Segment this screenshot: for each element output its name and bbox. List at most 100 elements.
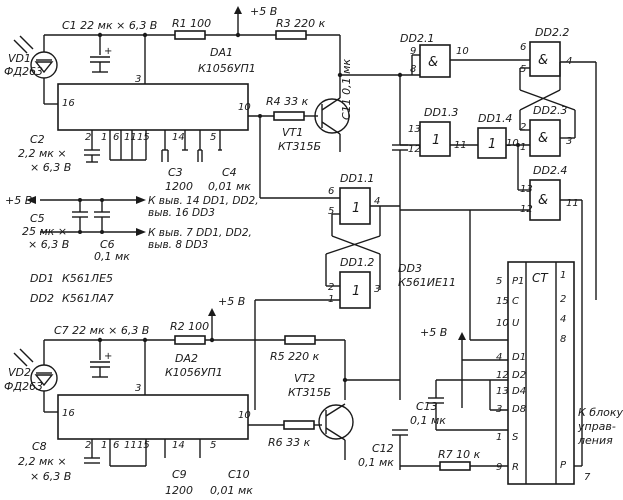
counter-title: CT bbox=[532, 271, 549, 285]
svg-text:К561ИЕ11: К561ИЕ11 bbox=[398, 276, 456, 289]
gate-dd22 bbox=[529, 41, 561, 77]
resistor-r3 bbox=[275, 30, 307, 40]
gate-dd14 bbox=[477, 127, 507, 159]
gate-dd13 bbox=[419, 121, 451, 157]
c12-label: C12 bbox=[372, 442, 394, 455]
counter-output-2: 2 bbox=[560, 294, 566, 305]
svg-text:3: 3 bbox=[374, 284, 380, 295]
svg-text:1200: 1200 bbox=[165, 484, 193, 497]
supply-arrow-icon-2 bbox=[208, 308, 216, 316]
resistor-r6 bbox=[283, 420, 315, 430]
svg-text:10: 10 bbox=[238, 410, 251, 421]
svg-text:&: & bbox=[538, 131, 548, 146]
counter-note-2: управ- bbox=[577, 420, 616, 433]
counter-pin-number: 9 bbox=[496, 462, 502, 473]
svg-text:0,01 мк: 0,01 мк bbox=[210, 484, 253, 497]
svg-text:6: 6 bbox=[328, 186, 334, 197]
left-arrow-icon bbox=[26, 196, 36, 204]
counter-pin-number: 5 bbox=[496, 276, 502, 287]
transistor-vt2 bbox=[318, 403, 354, 460]
svg-text:2: 2 bbox=[328, 282, 334, 293]
svg-text:0,01 мк: 0,01 мк bbox=[208, 180, 251, 193]
c10-label: C10 bbox=[228, 468, 250, 481]
supply-arrow-icon bbox=[234, 6, 242, 14]
r5-label: R5 220 к bbox=[270, 350, 320, 363]
da2-type: К1056УП1 bbox=[165, 366, 223, 379]
svg-text:3: 3 bbox=[566, 136, 572, 147]
svg-text:1: 1 bbox=[101, 132, 107, 143]
svg-text:× 6,3 В: × 6,3 В bbox=[30, 161, 71, 174]
svg-text:14: 14 bbox=[172, 132, 185, 143]
power-note1: К выв. 14 DD1, DD2, bbox=[148, 195, 259, 207]
vt2-type: КТ315Б bbox=[288, 386, 331, 399]
c9-label: C9 bbox=[172, 468, 187, 481]
svg-text:14: 14 bbox=[172, 440, 185, 451]
svg-text:1: 1 bbox=[488, 137, 496, 152]
gate-dd24 bbox=[529, 179, 561, 221]
c5-label: C5 bbox=[30, 212, 45, 225]
counter-pin-d1: D1 bbox=[512, 352, 526, 363]
svg-text:3: 3 bbox=[135, 383, 141, 394]
resistor-r5 bbox=[284, 335, 316, 345]
c2-label: C2 bbox=[30, 133, 45, 146]
svg-text:9: 9 bbox=[410, 46, 416, 57]
resistor-r2 bbox=[174, 335, 206, 345]
vt1-label: VT1 bbox=[282, 126, 303, 139]
svg-text:DD1.1: DD1.1 bbox=[340, 172, 374, 185]
svg-text:× 6,3 В: × 6,3 В bbox=[30, 470, 71, 483]
gate-dd23 bbox=[529, 119, 561, 157]
svg-text:DD1.4: DD1.4 bbox=[478, 112, 512, 125]
counter-out-pin: 7 bbox=[584, 472, 591, 483]
right-arrow-icon-2 bbox=[136, 228, 146, 236]
svg-text:12: 12 bbox=[408, 144, 421, 155]
vd2-label: VD2 bbox=[8, 366, 31, 379]
svg-text:3: 3 bbox=[135, 74, 141, 85]
da1-label: DA1 bbox=[210, 46, 233, 59]
counter-note-1: К блоку bbox=[578, 406, 623, 419]
svg-text:2,2 мк ×: 2,2 мк × bbox=[18, 455, 67, 468]
gate-dd11 bbox=[339, 187, 371, 225]
capacitor-c2 bbox=[84, 149, 100, 163]
svg-text:11: 11 bbox=[124, 132, 137, 143]
vd1-label: VD1 bbox=[8, 52, 31, 65]
svg-text:4: 4 bbox=[374, 196, 380, 207]
svg-text:25 мк ×: 25 мк × bbox=[22, 225, 67, 238]
svg-text:DD2.3: DD2.3 bbox=[533, 104, 567, 117]
counter-pin-number: 13 bbox=[496, 386, 509, 397]
svg-text:&: & bbox=[538, 53, 548, 68]
svg-text:15: 15 bbox=[137, 132, 150, 143]
counter-pin-number: 12 bbox=[496, 370, 509, 381]
gate-dd12 bbox=[339, 271, 371, 309]
right-arrow-icon bbox=[136, 196, 146, 204]
svg-text:× 6,3 В: × 6,3 В bbox=[28, 238, 69, 251]
vd1-type: ФД263 bbox=[4, 65, 43, 78]
r2-label: R2 100 bbox=[170, 320, 209, 333]
svg-text:11: 11 bbox=[566, 198, 579, 209]
counter-output-p: P bbox=[560, 460, 567, 471]
svg-text:16: 16 bbox=[62, 98, 75, 109]
r7-label: R7 10 к bbox=[438, 448, 481, 461]
svg-text:1: 1 bbox=[520, 142, 526, 153]
svg-text:1: 1 bbox=[432, 133, 440, 148]
gate-dd21 bbox=[419, 44, 451, 78]
power-plus5: +5 В bbox=[5, 194, 32, 207]
svg-text:DD1.2: DD1.2 bbox=[340, 256, 374, 269]
c3-label: C3 bbox=[168, 166, 183, 179]
resistor-r1 bbox=[174, 30, 206, 40]
svg-text:5: 5 bbox=[520, 64, 526, 75]
da2-label: DA2 bbox=[175, 352, 198, 365]
counter-output-1: 1 bbox=[560, 270, 566, 281]
chip-da2 bbox=[57, 394, 249, 440]
svg-text:DD2.2: DD2.2 bbox=[535, 26, 569, 39]
svg-text:10: 10 bbox=[506, 138, 519, 149]
svg-text:5: 5 bbox=[210, 440, 216, 451]
svg-text:1: 1 bbox=[352, 284, 360, 299]
counter-supply: +5 В bbox=[420, 326, 447, 339]
svg-text:16: 16 bbox=[62, 408, 75, 419]
svg-text:+: + bbox=[104, 46, 112, 57]
svg-text:DD2: DD2 bbox=[30, 292, 54, 305]
counter-pin-number: 15 bbox=[496, 296, 509, 307]
